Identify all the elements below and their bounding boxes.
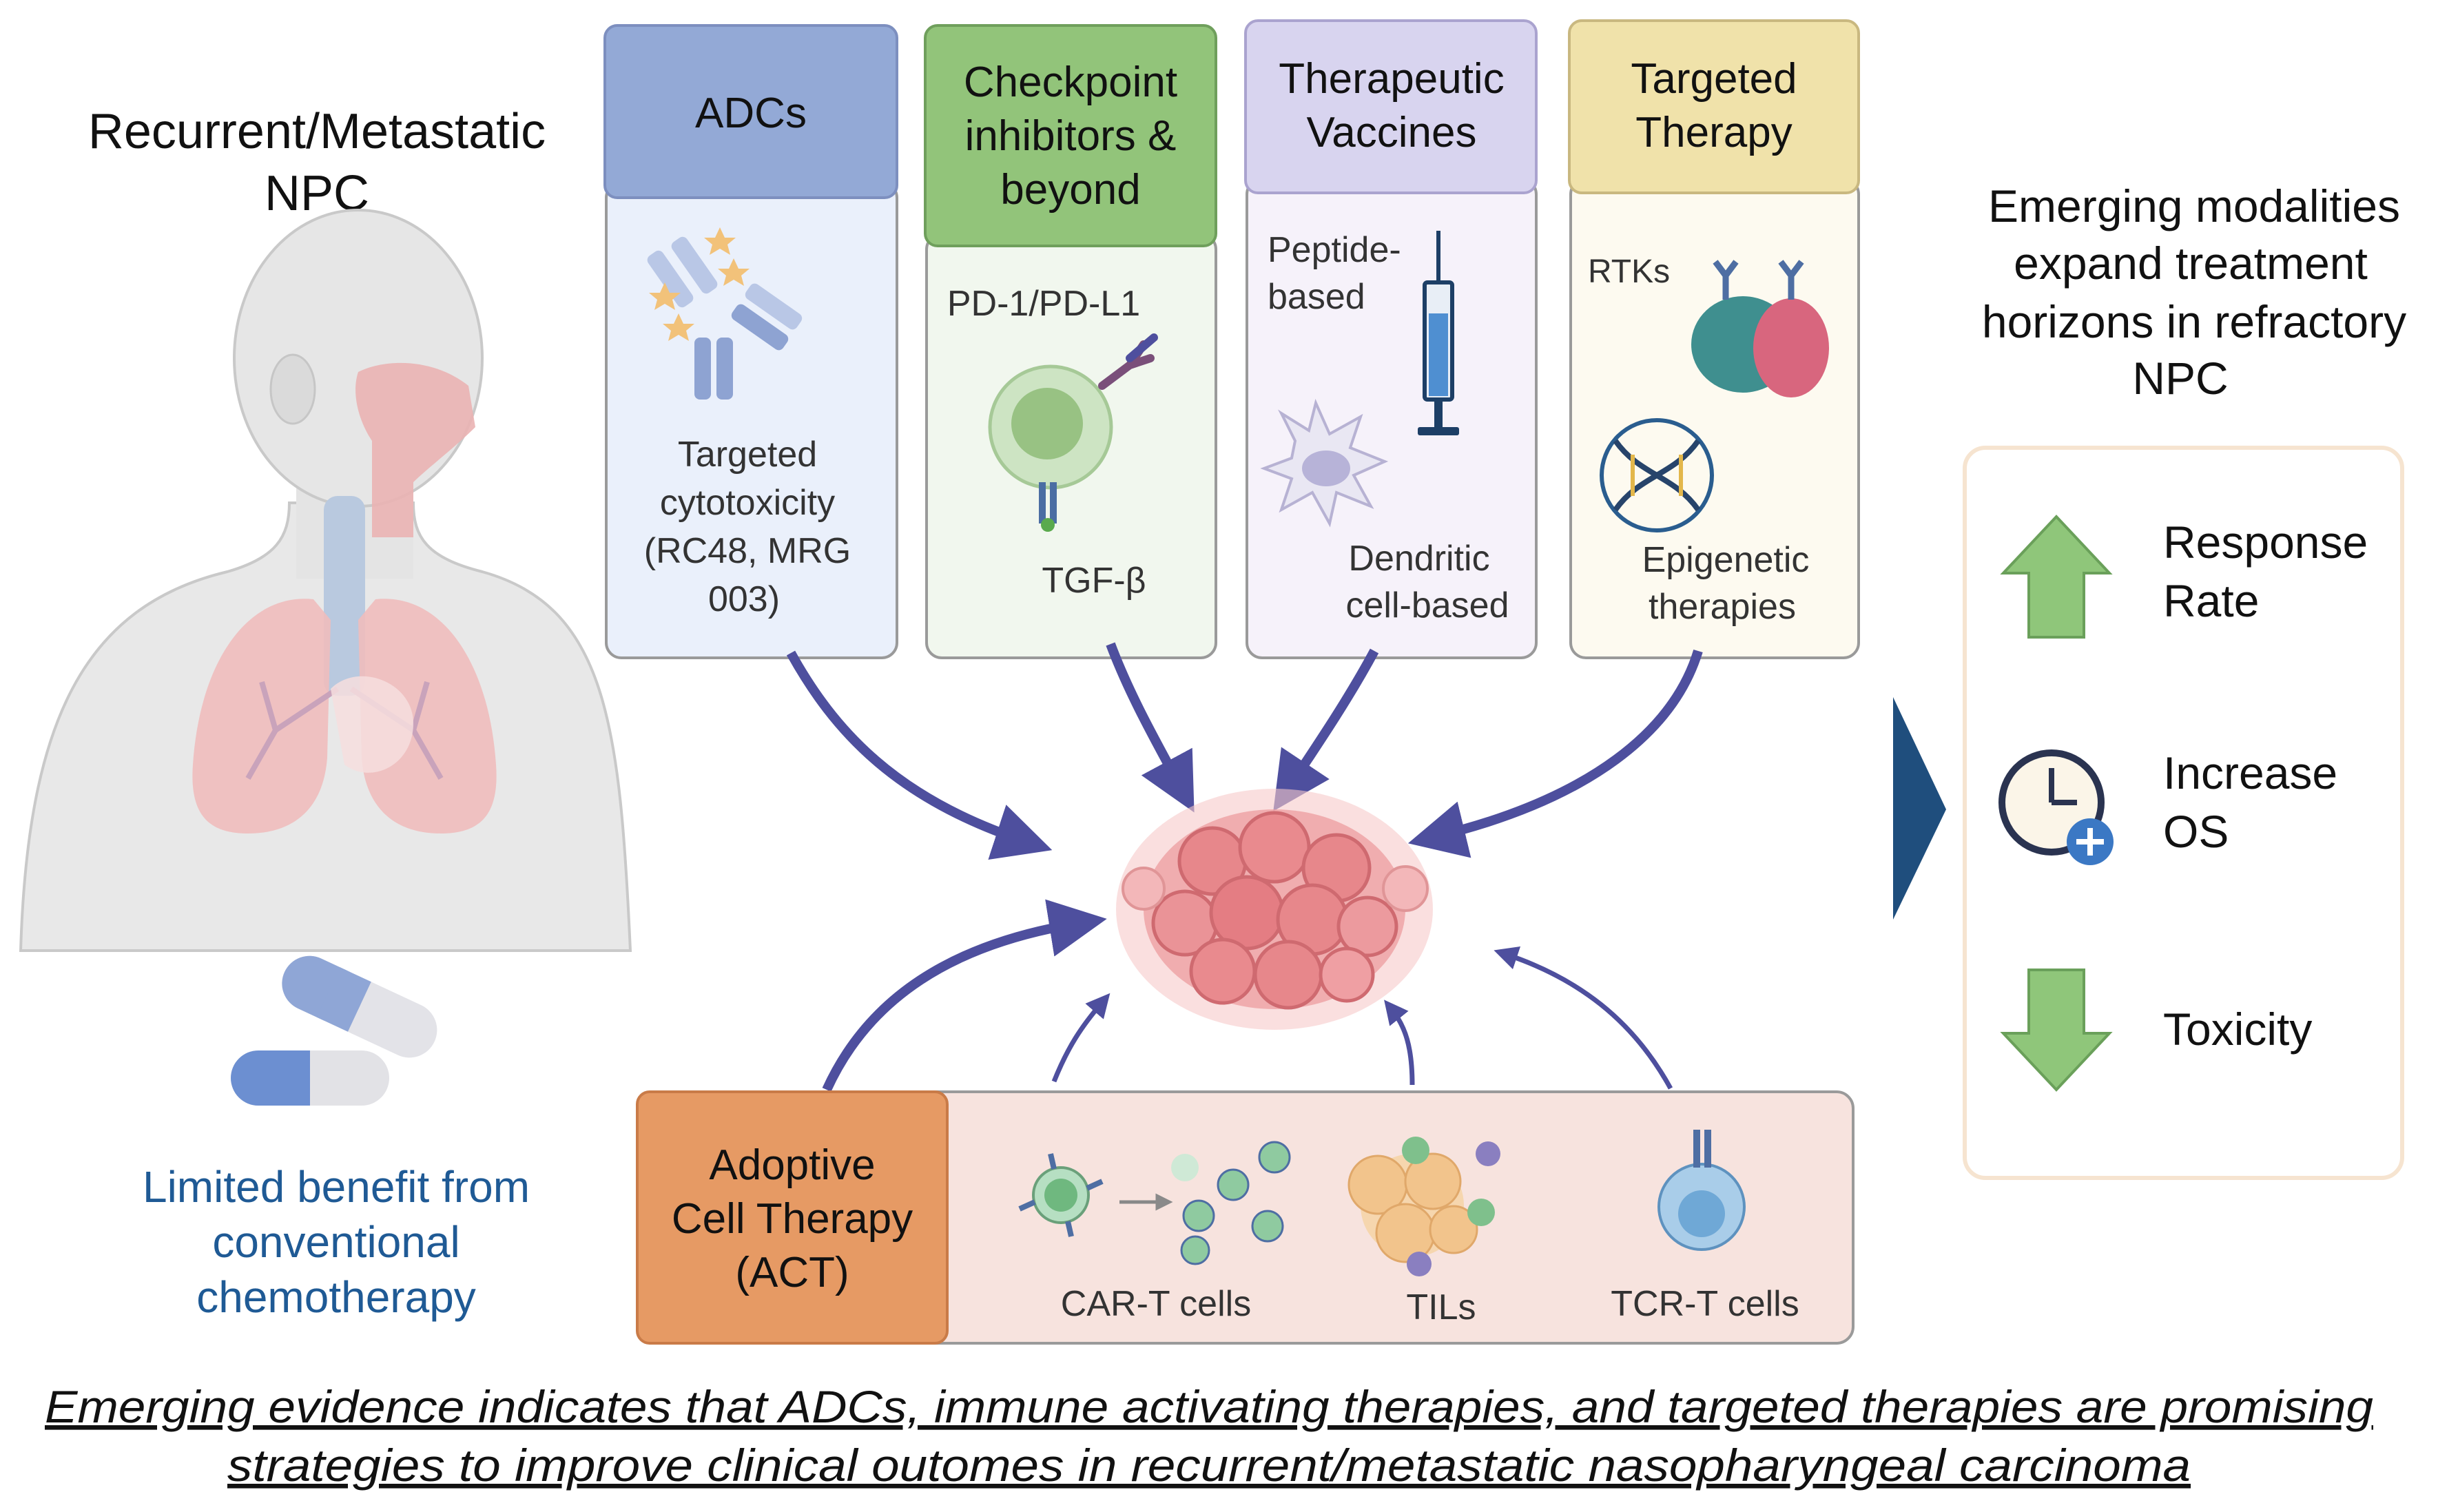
targeted-therapy-box: Targeted Therapy RTKs Epigenetic therapi… bbox=[1568, 19, 1860, 659]
tcr-t-label: TCR-T cells bbox=[1611, 1284, 1799, 1324]
peptide-label-line2: based bbox=[1268, 277, 1365, 317]
arrow-down-icon bbox=[2000, 969, 2113, 1092]
pd1-pdl1-label: PD-1/PD-L1 bbox=[947, 284, 1140, 324]
tgf-beta-label: TGF-β bbox=[1042, 561, 1146, 601]
dna-icon bbox=[1600, 418, 1714, 532]
tils-label: TILs bbox=[1406, 1287, 1476, 1327]
adcs-arrow bbox=[786, 650, 1053, 860]
tils-icon bbox=[1347, 1137, 1500, 1276]
outcomes-title-line3: horizons in refractory bbox=[1982, 296, 2406, 347]
tumor-cell-cluster bbox=[1116, 789, 1433, 1030]
act-header-line2: Cell Therapy bbox=[672, 1195, 913, 1243]
outcomes-title-line1: Emerging modalities bbox=[1988, 180, 2400, 231]
tcr-t-cell-icon bbox=[1657, 1130, 1746, 1251]
rtk-receptor-icon bbox=[1691, 260, 1829, 397]
targeted-header-line2: Therapy bbox=[1635, 109, 1792, 156]
checkpoint-box: Checkpoint inhibitors & beyond PD-1/PD-L… bbox=[924, 24, 1217, 659]
chemo-caption-line1: Limited benefit from bbox=[143, 1162, 530, 1212]
response-label-line1: Response bbox=[2163, 517, 2368, 568]
targeted-header-line1: Targeted bbox=[1631, 55, 1797, 103]
car-t-label: CAR-T cells bbox=[1061, 1284, 1251, 1324]
checkpoint-header-line3: beyond bbox=[1000, 166, 1140, 214]
pill-capsules-icon bbox=[231, 955, 437, 1106]
antibody-drug-conjugate-icon bbox=[647, 227, 803, 400]
dendritic-cell-icon bbox=[1260, 398, 1389, 528]
chemo-caption-line3: chemotherapy bbox=[196, 1272, 476, 1322]
dendritic-label-line1: Dendritic bbox=[1348, 539, 1489, 579]
adcs-body-line2: cytotoxicity bbox=[660, 483, 835, 523]
arrows-to-tumor bbox=[786, 642, 1703, 1092]
syringe-icon bbox=[1418, 231, 1459, 435]
t-cell-checkpoint-icon bbox=[988, 333, 1158, 532]
adcs-header: ADCs bbox=[695, 90, 807, 137]
footer-line2: strategies to improve clinical outomes i… bbox=[227, 1440, 2191, 1491]
npc-title-line1: Recurrent/Metastatic bbox=[88, 104, 546, 159]
car-t-cells-icon bbox=[1018, 1141, 1291, 1265]
act-arrow bbox=[822, 899, 1107, 1092]
act-header-line3: (ACT) bbox=[735, 1249, 849, 1296]
adcs-body-line3: (RC48, MRG bbox=[644, 531, 851, 571]
adcs-body-line1: Targeted bbox=[678, 435, 817, 475]
response-label-line2: Rate bbox=[2163, 575, 2259, 626]
checkpoint-arrow bbox=[1106, 642, 1195, 813]
epigenetic-label-line2: therapies bbox=[1649, 587, 1796, 627]
footer-line1: Emerging evidence indicates that ADCs, i… bbox=[45, 1381, 2373, 1432]
act-header-line1: Adoptive bbox=[709, 1141, 875, 1189]
outcomes-title-line2: expand treatment bbox=[2014, 238, 2368, 289]
chemo-caption-line2: conventional bbox=[212, 1217, 459, 1267]
checkpoint-header-line1: Checkpoint bbox=[964, 59, 1177, 106]
car-t-arrow bbox=[1051, 993, 1110, 1083]
human-body-illustration bbox=[19, 209, 632, 952]
vaccines-box: Therapeutic Vaccines Peptide- based Dend… bbox=[1244, 19, 1538, 659]
navy-chevron-icon bbox=[1893, 697, 1946, 920]
os-label-line1: Increase bbox=[2163, 747, 2337, 798]
os-label-line2: OS bbox=[2163, 806, 2229, 857]
dendritic-label-line2: cell-based bbox=[1345, 586, 1509, 625]
targeted-arrow bbox=[1407, 649, 1703, 858]
epigenetic-label-line1: Epigenetic bbox=[1642, 540, 1810, 580]
arrow-up-icon bbox=[2000, 515, 2113, 639]
adcs-body-line4: 003) bbox=[708, 579, 780, 619]
act-box: Adoptive Cell Therapy (ACT) CAR-T cells bbox=[636, 1090, 1855, 1345]
tils-arrow bbox=[1384, 1000, 1415, 1086]
toxicity-label: Toxicity bbox=[2163, 1004, 2312, 1055]
vaccines-header-line2: Vaccines bbox=[1307, 109, 1477, 156]
checkpoint-header-line2: inhibitors & bbox=[965, 112, 1177, 160]
rtks-label: RTKs bbox=[1588, 253, 1670, 290]
vaccines-header-line1: Therapeutic bbox=[1279, 55, 1504, 103]
peptide-label-line1: Peptide- bbox=[1268, 230, 1401, 270]
vaccines-arrow bbox=[1273, 648, 1379, 811]
clock-plus-icon bbox=[1998, 749, 2114, 865]
adcs-box: ADCs Targeted cytotoxicity (RC48, MRG 00… bbox=[603, 24, 898, 659]
outcomes-title-line4: NPC bbox=[2132, 353, 2228, 404]
tcr-t-arrow bbox=[1494, 946, 1673, 1090]
